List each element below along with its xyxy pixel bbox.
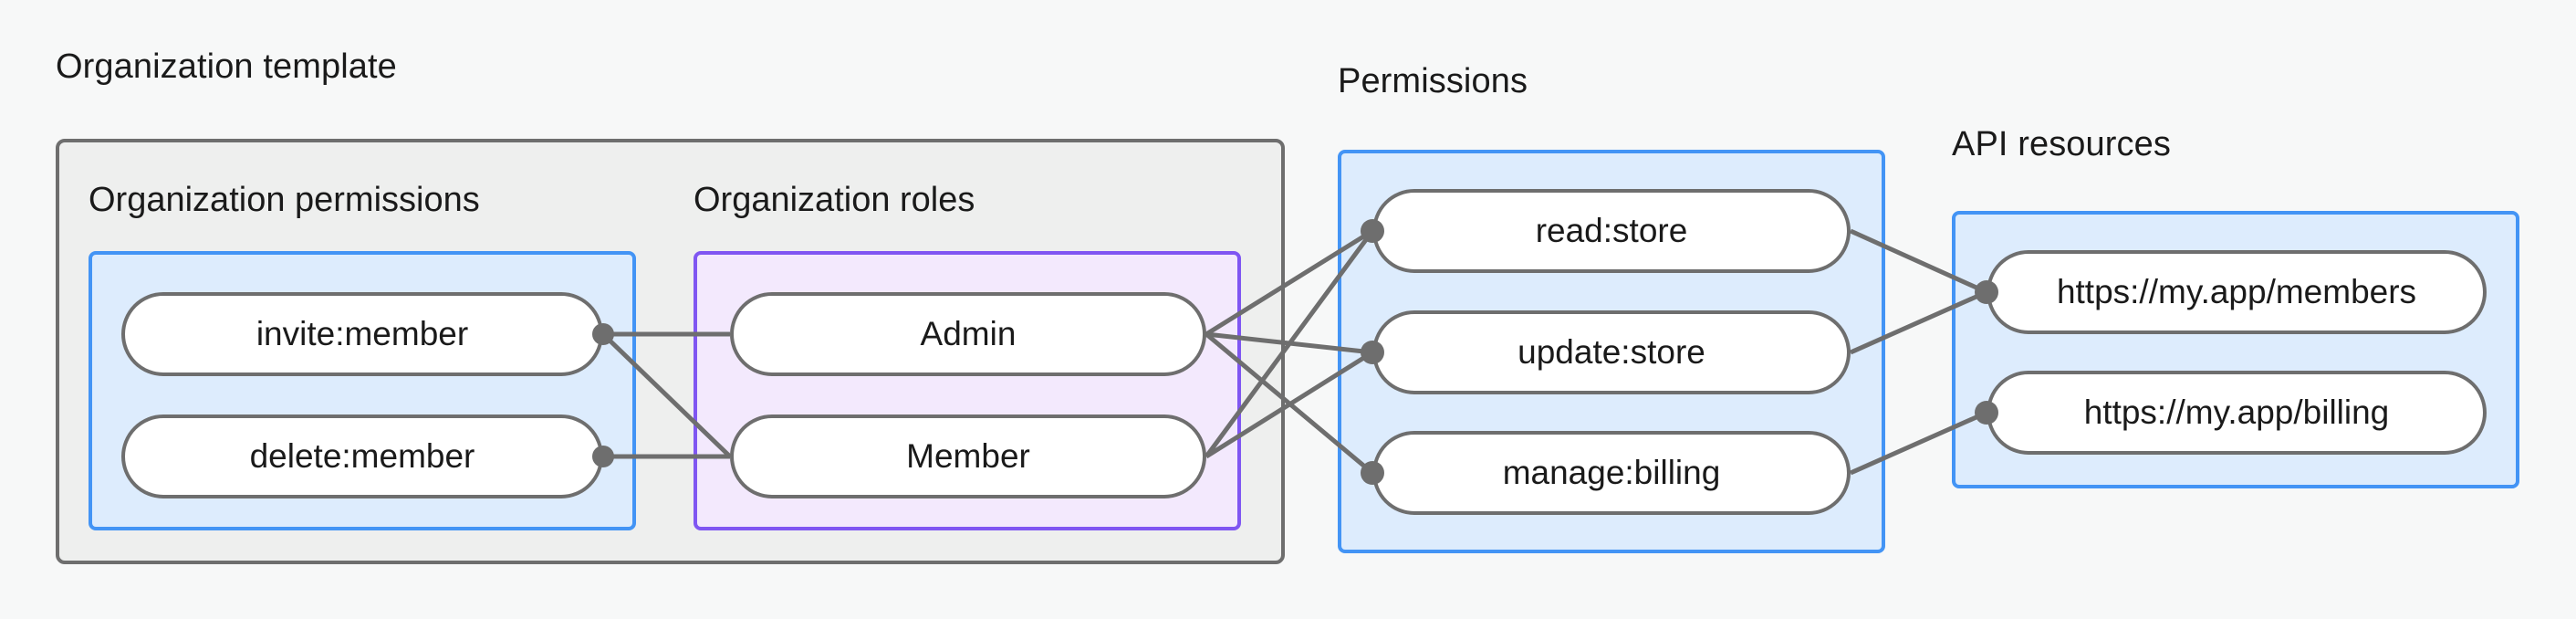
group-title-organization-template: Organization template — [56, 47, 397, 86]
node-label: manage:billing — [1502, 454, 1721, 491]
node-label: Admin — [920, 315, 1017, 352]
node-member[interactable]: Member — [730, 414, 1206, 498]
node-admin[interactable]: Admin — [730, 292, 1206, 376]
node-label: Member — [906, 437, 1030, 475]
subgroup-title-organization-permissions: Organization permissions — [89, 181, 480, 219]
node-manage-billing[interactable]: manage:billing — [1372, 431, 1851, 515]
node-billing-api[interactable]: https://my.app/billing — [1987, 371, 2487, 455]
node-read-store[interactable]: read:store — [1372, 189, 1851, 273]
group-title-permissions: Permissions — [1338, 62, 1528, 100]
group-title-api-resources: API resources — [1952, 125, 2171, 163]
node-invite-member[interactable]: invite:member — [121, 292, 603, 376]
node-label: update:store — [1517, 333, 1705, 371]
node-label: delete:member — [249, 437, 475, 475]
node-delete-member[interactable]: delete:member — [121, 414, 603, 498]
node-label: https://my.app/members — [2056, 273, 2417, 310]
node-update-store[interactable]: update:store — [1372, 310, 1851, 394]
node-label: https://my.app/billing — [2083, 393, 2390, 431]
node-members-api[interactable]: https://my.app/members — [1987, 250, 2487, 334]
node-label: invite:member — [256, 315, 469, 352]
subgroup-title-organization-roles: Organization roles — [694, 181, 975, 219]
node-label: read:store — [1535, 212, 1688, 249]
